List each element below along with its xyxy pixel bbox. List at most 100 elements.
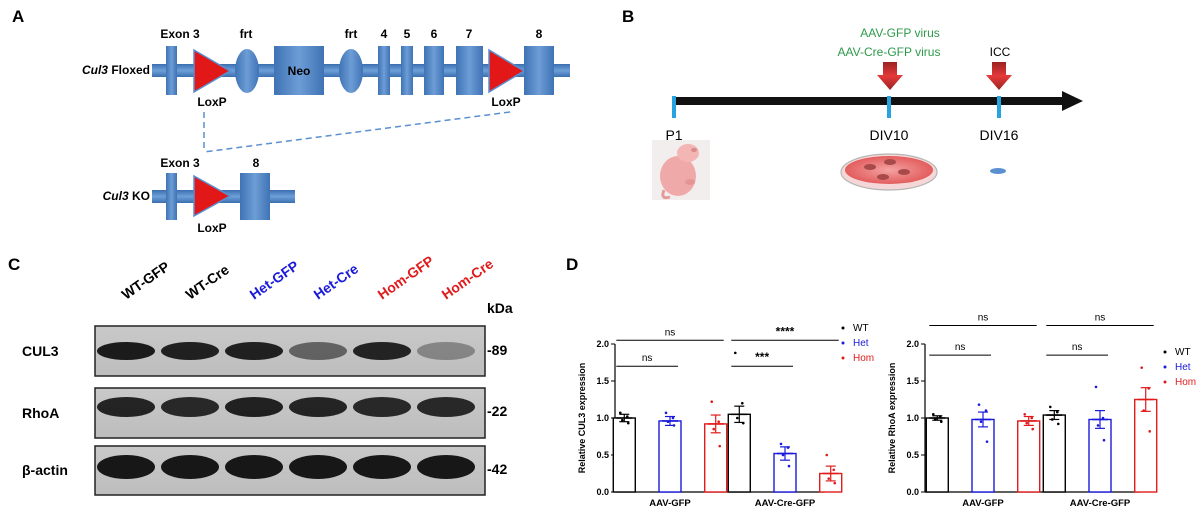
legend-marker-Hom [841, 356, 845, 360]
tick-div16 [997, 96, 1001, 118]
legend-marker-WT [841, 326, 845, 330]
blot-band-r1-l3 [289, 397, 347, 417]
data-point [1147, 387, 1151, 390]
blot-band-r0-l4 [353, 342, 411, 360]
legend-label-Het: Het [1175, 362, 1191, 373]
blot-band-r2-l0 [97, 455, 155, 479]
y-axis-label: Relative RhoA expression [887, 363, 897, 474]
significance-label: ns [955, 342, 966, 353]
bar-Hom-0 [1017, 420, 1041, 493]
data-point [666, 420, 670, 424]
div10-label: DIV10 [870, 127, 909, 143]
data-point [710, 400, 714, 404]
exon5-label: 5 [404, 27, 411, 41]
floxed-row-label: Cul3 Floxed [82, 63, 150, 77]
data-point [832, 468, 836, 472]
y-tick-label: 1.0 [596, 413, 609, 423]
data-point [1148, 430, 1152, 433]
blot-band-r0-l2 [225, 342, 283, 360]
ko-loxp-label: LoxP [197, 221, 226, 235]
data-point [781, 453, 785, 457]
exon3-label: Exon 3 [160, 27, 200, 41]
frt-left-label: frt [240, 27, 253, 41]
data-point [979, 420, 983, 424]
data-point [741, 421, 745, 425]
lane-label-3: Het-Cre [311, 260, 362, 302]
timeline-bar [672, 97, 1064, 105]
data-point [671, 416, 675, 420]
lane-label-4: Hom-GFP [375, 252, 437, 302]
blot-band-r1-l4 [353, 397, 411, 417]
panel-label-c: C [8, 255, 20, 274]
significance-label: **** [776, 324, 795, 338]
data-point [985, 440, 989, 443]
exon8-label: 8 [536, 27, 543, 41]
y-tick-label: 1.5 [596, 376, 609, 386]
y-tick-label: 2.0 [906, 339, 919, 349]
data-point [1142, 409, 1146, 412]
bar-WT-1 [727, 413, 751, 493]
virus-label-gfp: AAV-GFP virus [860, 26, 940, 40]
data-point [626, 421, 630, 425]
blot-band-r0-l5 [417, 342, 475, 360]
legend-label-Het: Het [853, 338, 869, 349]
data-point [1055, 410, 1059, 414]
significance-label: ns [642, 353, 653, 364]
icc-arrow-down [986, 62, 1012, 90]
blot-band-r1-l1 [161, 397, 219, 417]
exon7-label: 7 [466, 27, 473, 41]
data-point [1101, 416, 1105, 420]
ko-exon3-label: Exon 3 [160, 156, 200, 170]
legend-marker-Hom [1163, 380, 1167, 384]
data-point [1096, 424, 1100, 427]
floxed-loxp-left-triangle [193, 48, 232, 94]
y-tick-label: 0.0 [906, 487, 919, 497]
row-label-actin: β-actin [22, 462, 68, 478]
neo-label: Neo [288, 64, 311, 78]
data-point [833, 481, 837, 485]
bar-Het-0 [971, 418, 995, 493]
ko-exon8-label: 8 [253, 156, 260, 170]
loxp-right-label: LoxP [491, 95, 520, 109]
exon6-label: 6 [431, 27, 438, 41]
y-tick-label: 1.0 [906, 413, 919, 423]
data-point [1023, 413, 1027, 416]
blot-band-r0-l3 [289, 342, 347, 360]
data-point [933, 418, 937, 421]
kda-cul3: -89 [487, 342, 507, 358]
loxp-left-label: LoxP [197, 95, 226, 109]
data-point [618, 411, 622, 415]
panel-label-b: B [622, 7, 634, 26]
kda-header: kDa [487, 300, 513, 316]
x-category-label: AAV-Cre-GFP [1070, 498, 1131, 509]
data-point [1048, 405, 1052, 409]
row-label-cul3: CUL3 [22, 343, 59, 359]
neo-cassette-box [274, 46, 324, 95]
blot-band-r1-l0 [97, 397, 155, 417]
data-point [735, 416, 739, 420]
x-category-label: AAV-GFP [962, 498, 1004, 509]
recombination-dash-right [203, 111, 511, 153]
exon5-box [401, 46, 413, 95]
data-point [712, 427, 716, 431]
data-point [1094, 385, 1098, 389]
data-point [787, 464, 791, 468]
blot-band-r2-l5 [417, 455, 475, 479]
panel-label-a: A [12, 7, 24, 26]
tick-div10 [887, 96, 891, 118]
data-point [1030, 416, 1034, 420]
floxed-exon8-box [524, 46, 554, 95]
virus-arrow-down [877, 62, 903, 90]
data-point [625, 415, 629, 418]
lane-label-5: Hom-Cre [439, 255, 497, 302]
exon4-label: 4 [381, 27, 388, 41]
row-label-rhoa: RhoA [22, 405, 59, 421]
bar-WT-0 [612, 417, 636, 493]
y-tick-label: 1.5 [906, 376, 919, 386]
blot-rhoa-membrane [94, 387, 486, 439]
data-point [1025, 421, 1029, 425]
panel-a-gene-diagram: Cul3 Floxed Exon 3 frt frt Neo 4 5 6 7 8… [82, 27, 570, 235]
y-axis-label: Relative CUL3 expression [577, 363, 587, 474]
